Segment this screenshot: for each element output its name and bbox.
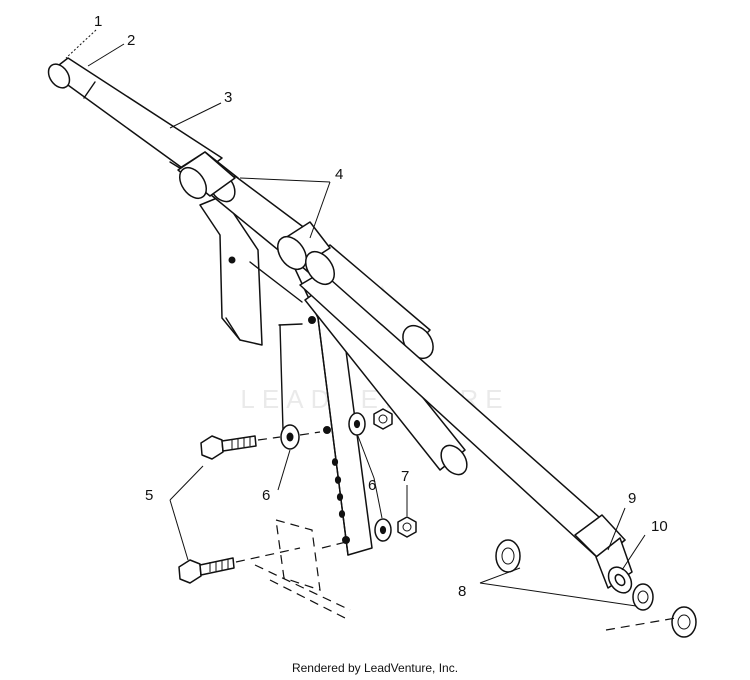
callout-4: 4: [335, 166, 343, 183]
callout-6-left: 6: [262, 487, 270, 504]
bolt-lower: [178, 557, 235, 584]
nut-lower: [397, 516, 417, 538]
bolt-upper: [200, 435, 257, 460]
callout-10: 10: [651, 518, 668, 535]
washer-left: [280, 424, 300, 450]
callout-7: 7: [401, 468, 409, 485]
callout-5: 5: [145, 487, 153, 504]
washer-lower-right: [374, 518, 392, 542]
callout-1: 1: [94, 13, 102, 30]
bracket-holes: [308, 316, 350, 544]
callout-3: 3: [224, 89, 232, 106]
collars: [177, 151, 336, 286]
callout-2: 2: [127, 32, 135, 49]
nut-upper: [373, 408, 393, 430]
washer-upper-right: [348, 412, 366, 436]
callout-6-right: 6: [368, 477, 376, 494]
callout-8: 8: [458, 583, 466, 600]
callout-labels: 1 2 3 4 5 6 6 7 8 9 10: [94, 13, 668, 600]
spacer-plate: [254, 519, 351, 619]
bracket-center: [289, 249, 373, 556]
render-credit: Rendered by LeadVenture, Inc.: [291, 661, 459, 675]
thrust-washers: [495, 539, 697, 638]
leader-lines: [65, 29, 646, 607]
callout-9: 9: [628, 490, 636, 507]
